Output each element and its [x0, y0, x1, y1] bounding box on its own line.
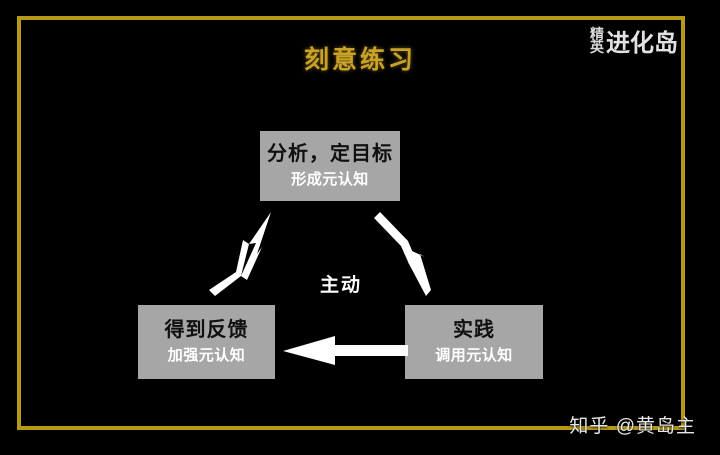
- node-feedback-subtitle: 加强元认知: [167, 347, 246, 365]
- node-practice-title: 实践: [453, 319, 495, 342]
- brand-logo-main: 进化岛: [606, 30, 678, 57]
- node-analyze-subtitle: 形成元认知: [291, 171, 369, 189]
- center-label: 主动: [319, 275, 362, 296]
- diagram-node-analyze: 分析，定目标 形成元认知: [260, 131, 400, 201]
- diagram-node-practice: 实践 调用元认知: [405, 305, 543, 379]
- arrow-practice-to-feedback-icon: [283, 336, 408, 365]
- watermark-attribution: 知乎 @黄岛主: [569, 416, 696, 437]
- brand-logo-stack: 精 英: [590, 25, 604, 55]
- node-practice-subtitle: 调用元认知: [435, 347, 513, 365]
- brand-logo-stack-bottom: 英: [590, 38, 604, 55]
- arrow-analyze-to-practice-icon: [374, 212, 431, 296]
- brand-logo: 精 英 进化岛: [590, 23, 678, 58]
- arrow-feedback-to-analyze-icon: [209, 212, 271, 296]
- brand-logo-stack-top: 精: [590, 25, 604, 42]
- node-feedback-title: 得到反馈: [164, 319, 249, 342]
- diagram-node-feedback: 得到反馈 加强元认知: [138, 305, 275, 379]
- page-title: 刻意练习: [303, 46, 416, 74]
- node-analyze-title: 分析，定目标: [267, 143, 393, 166]
